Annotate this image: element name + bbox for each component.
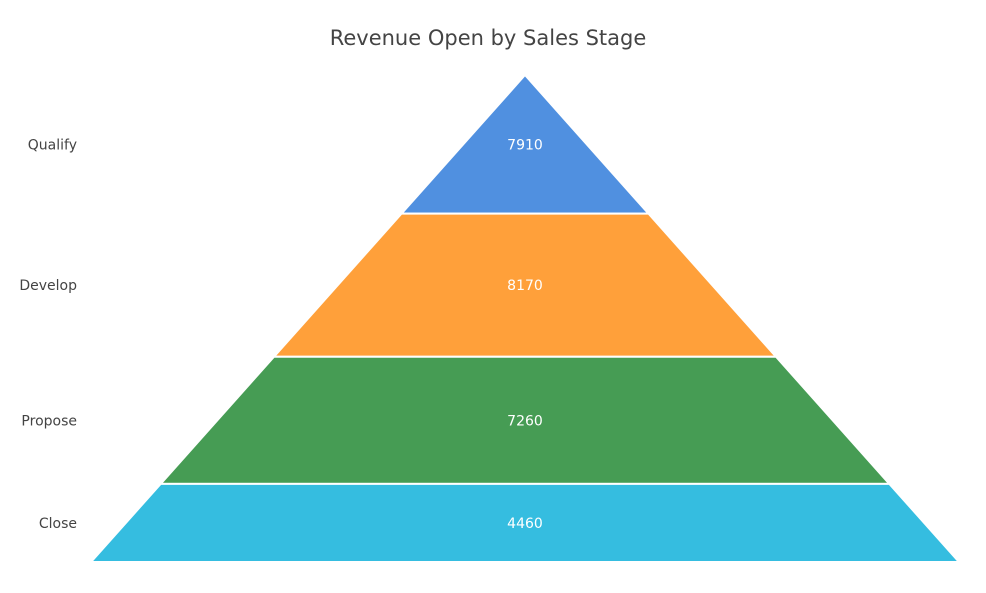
value-label-close: 4460 xyxy=(507,516,543,532)
category-label-qualify: Qualify xyxy=(28,137,77,153)
value-label-qualify: 7910 xyxy=(507,137,543,153)
category-label-close: Close xyxy=(39,516,77,532)
pyramid-segment-close[interactable] xyxy=(88,482,962,563)
category-label-propose: Propose xyxy=(21,413,77,429)
value-label-propose: 7260 xyxy=(507,413,543,429)
chart-title: Revenue Open by Sales Stage xyxy=(329,26,647,50)
value-label-develop: 8170 xyxy=(507,278,543,294)
category-label-develop: Develop xyxy=(19,278,77,294)
